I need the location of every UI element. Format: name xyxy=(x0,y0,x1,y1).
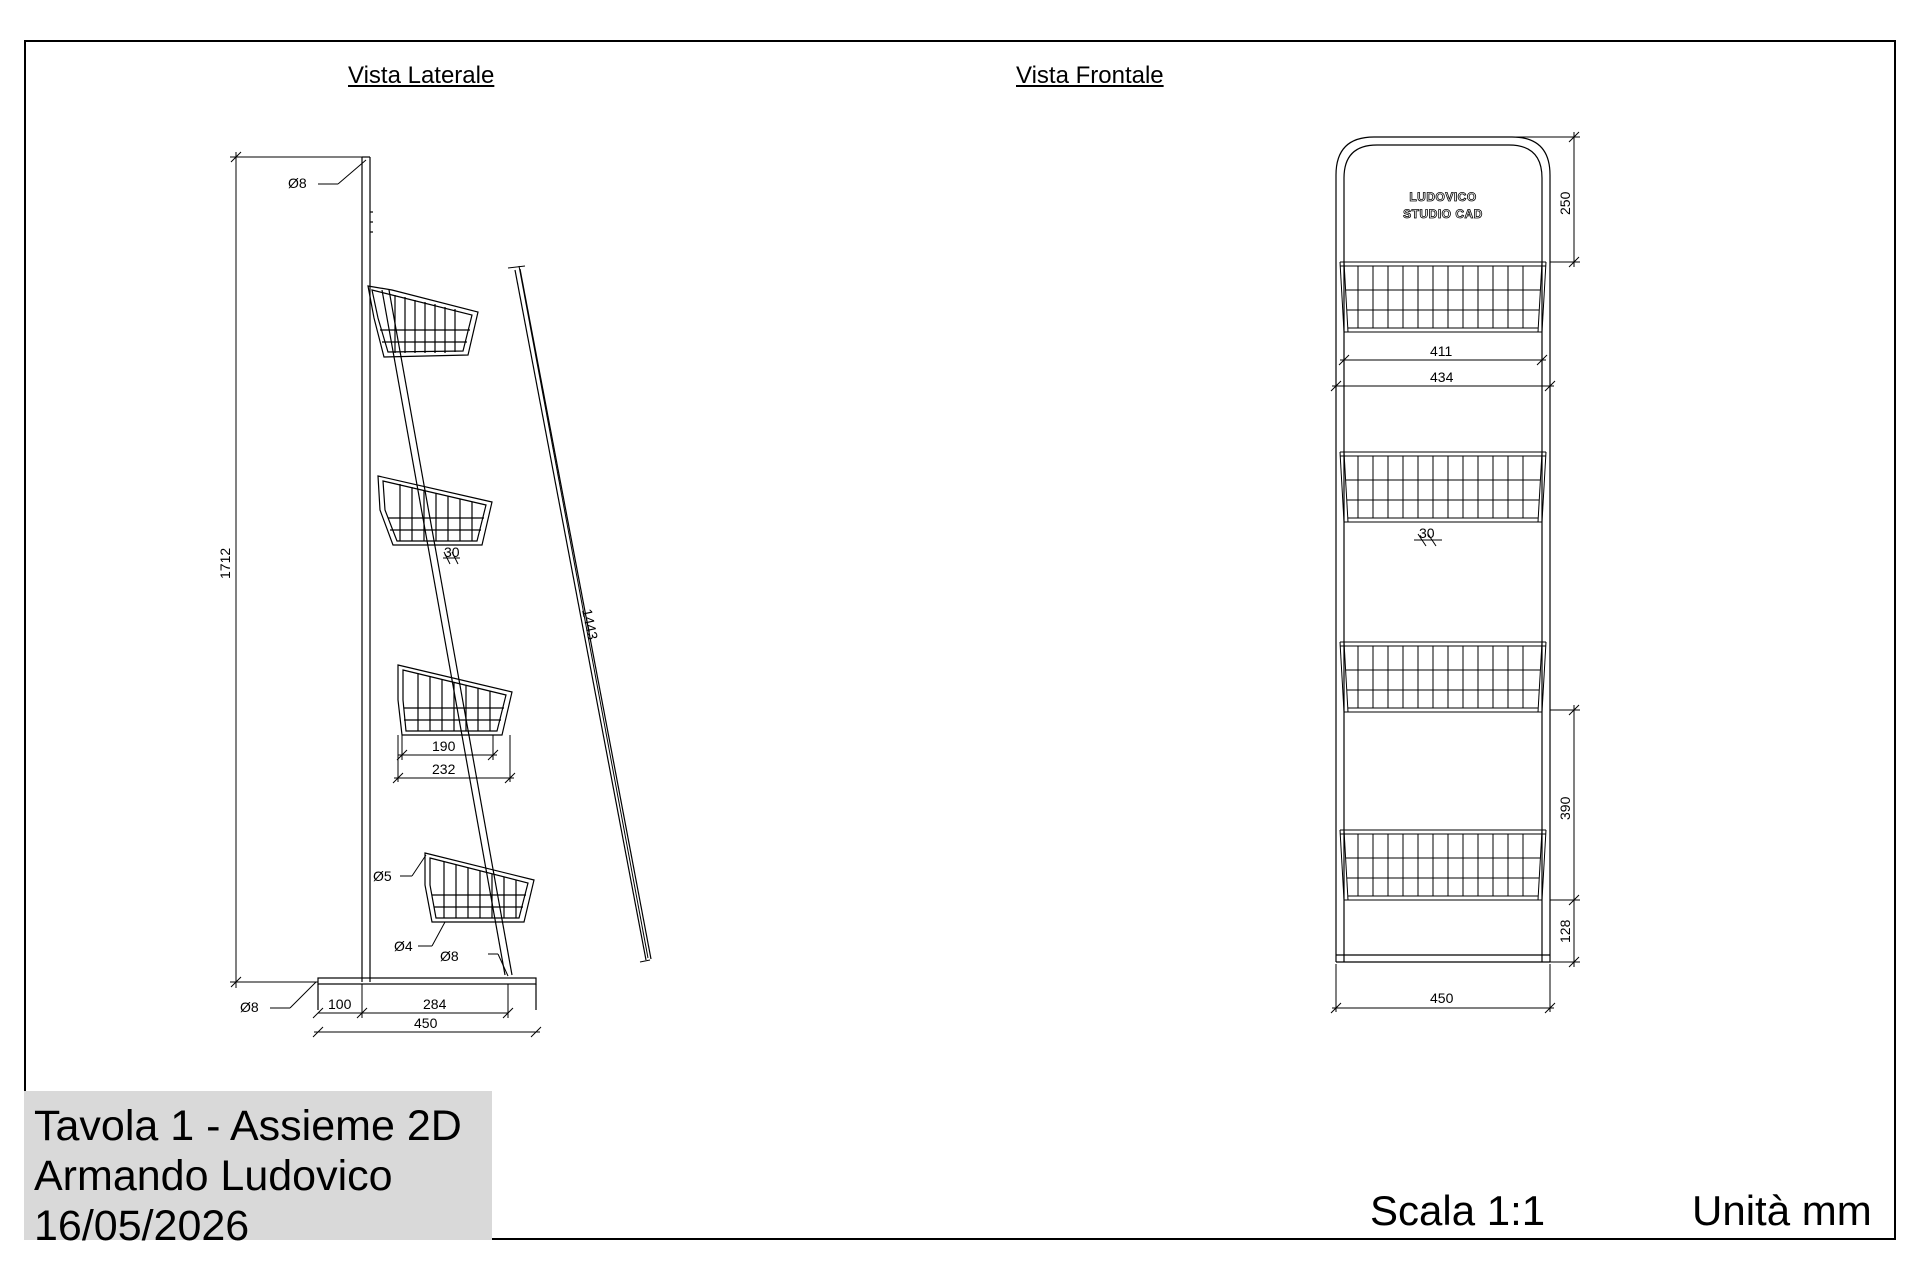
side-basket-1 xyxy=(367,285,479,358)
front-view-title: Vista Frontale xyxy=(1016,62,1164,89)
side-dim-diagonal: 1443 xyxy=(579,607,601,641)
side-basket-4 xyxy=(424,852,535,923)
front-dim-shelf-spacing: 390 xyxy=(1557,796,1573,820)
front-dim-total-width: 450 xyxy=(1430,990,1454,1006)
logo-line-1: LUDOVICO xyxy=(1409,190,1476,204)
front-dimension-lines xyxy=(1330,131,1580,1014)
front-dim-inner-width: 411 xyxy=(1430,343,1453,359)
scale-label: Scala 1:1 xyxy=(1370,1187,1546,1234)
side-basket-3 xyxy=(397,664,513,736)
front-basket-1 xyxy=(1339,261,1547,333)
drawing-title: Tavola 1 - Assieme 2D xyxy=(34,1102,462,1150)
side-dim-depth-inner: 190 xyxy=(432,738,456,754)
front-dim-outer-width: 434 xyxy=(1430,369,1454,385)
side-dim-dia-wire: Ø5 xyxy=(373,868,392,884)
side-dim-dia-leg: Ø8 xyxy=(440,948,459,964)
side-dim-depth-outer: 232 xyxy=(432,761,456,777)
side-dim-base-total: 450 xyxy=(414,1015,438,1031)
front-dim-wire-gap: 30 xyxy=(1419,525,1435,541)
logo-line-2: STUDIO CAD xyxy=(1403,207,1483,221)
side-basket-2 xyxy=(377,475,493,546)
drawing-frame xyxy=(24,40,1896,1240)
title-block: Tavola 1 - Assieme 2D Armando Ludovico 1… xyxy=(24,1091,492,1250)
front-view xyxy=(1335,136,1551,963)
side-dimension-lines xyxy=(230,151,651,1038)
side-view-title: Vista Laterale xyxy=(348,62,495,89)
front-baskets xyxy=(1339,261,1547,901)
author-name: Armando Ludovico xyxy=(34,1152,393,1200)
drawing-date: 16/05/2026 xyxy=(34,1202,250,1250)
front-dim-bottom-clearance: 128 xyxy=(1557,919,1573,943)
units-label: Unità mm xyxy=(1692,1187,1872,1234)
front-basket-2 xyxy=(1339,451,1547,523)
front-logo: LUDOVICO STUDIO CAD xyxy=(1403,190,1483,222)
front-dim-top-height: 250 xyxy=(1557,191,1573,215)
front-basket-3 xyxy=(1339,641,1547,713)
side-dim-basket-gap: 30 xyxy=(444,544,460,560)
side-dim-base-span: 284 xyxy=(423,996,447,1012)
side-dim-dia-bottom: Ø8 xyxy=(240,999,259,1015)
side-dim-base-offset: 100 xyxy=(328,996,352,1012)
side-view xyxy=(317,156,652,1010)
side-dim-height: 1712 xyxy=(217,548,233,579)
front-basket-4 xyxy=(1339,829,1547,901)
side-dim-dia-rod: Ø4 xyxy=(394,938,413,954)
side-dim-dia-top: Ø8 xyxy=(288,175,307,191)
